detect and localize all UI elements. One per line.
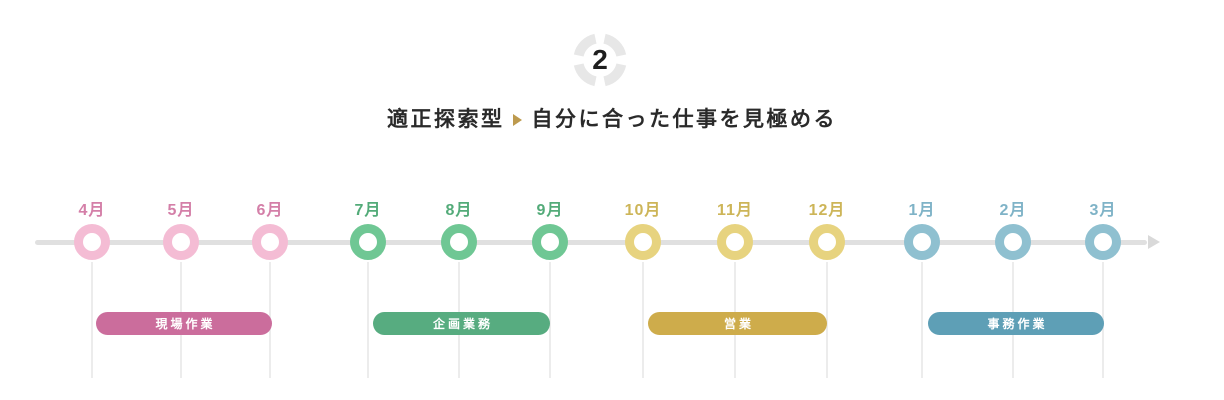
- heading-type-label: 適正探索型: [387, 108, 505, 131]
- phase-bar-sales: 営業: [648, 312, 827, 335]
- month-label: 7月: [354, 202, 382, 219]
- month-label: 12月: [808, 202, 846, 219]
- month-marker-november: 11月: [690, 196, 780, 380]
- month-ring-icon: [441, 224, 477, 260]
- month-ring-icon: [532, 224, 568, 260]
- phase-bar-deskwork: 事務作業: [928, 312, 1104, 335]
- month-label: 3月: [1089, 202, 1117, 219]
- heading-description: 自分に合った仕事を見極める: [531, 108, 837, 131]
- month-ring-icon: [717, 224, 753, 260]
- page-title: 適正探索型 自分に合った仕事を見極める: [0, 103, 1224, 133]
- month-ring-icon: [252, 224, 288, 260]
- drop-line: [91, 262, 93, 378]
- month-label: 10月: [624, 202, 662, 219]
- month-ring-icon: [350, 224, 386, 260]
- month-marker-june: 6月: [225, 196, 315, 380]
- drop-line: [826, 262, 828, 378]
- arrow-right-icon: [512, 113, 522, 126]
- month-marker-april: 4月: [47, 196, 137, 380]
- month-marker-march: 3月: [1058, 196, 1148, 380]
- month-ring-icon: [809, 224, 845, 260]
- month-ring-icon: [163, 224, 199, 260]
- month-label: 8月: [445, 202, 473, 219]
- month-marker-february: 2月: [968, 196, 1058, 380]
- step-number: 2: [592, 44, 608, 75]
- month-ring-icon: [995, 224, 1031, 260]
- timeline-axis: [35, 240, 1147, 245]
- month-label: 9月: [536, 202, 564, 219]
- month-ring-icon: [74, 224, 110, 260]
- month-ring-icon: [1085, 224, 1121, 260]
- drop-line: [642, 262, 644, 378]
- phase-bar-planning: 企画業務: [373, 312, 550, 335]
- month-label: 1月: [908, 202, 936, 219]
- step-badge: 2: [571, 31, 629, 89]
- month-marker-may: 5月: [136, 196, 226, 380]
- drop-line: [921, 262, 923, 378]
- month-label: 11月: [717, 202, 753, 219]
- drop-line: [549, 262, 551, 378]
- phase-bar-fieldwork: 現場作業: [96, 312, 272, 335]
- month-marker-august: 8月: [414, 196, 504, 380]
- month-marker-october: 10月: [598, 196, 688, 380]
- month-marker-september: 9月: [505, 196, 595, 380]
- month-ring-icon: [904, 224, 940, 260]
- month-marker-july: 7月: [323, 196, 413, 380]
- month-label: 4月: [78, 202, 106, 219]
- segmented-ring-icon: [573, 33, 627, 87]
- month-marker-january: 1月: [877, 196, 967, 380]
- month-label: 2月: [999, 202, 1027, 219]
- drop-line: [367, 262, 369, 378]
- timeline-arrowhead-icon: [1148, 235, 1160, 249]
- month-marker-december: 12月: [782, 196, 872, 380]
- month-ring-icon: [625, 224, 661, 260]
- month-label: 6月: [256, 202, 284, 219]
- month-label: 5月: [167, 202, 195, 219]
